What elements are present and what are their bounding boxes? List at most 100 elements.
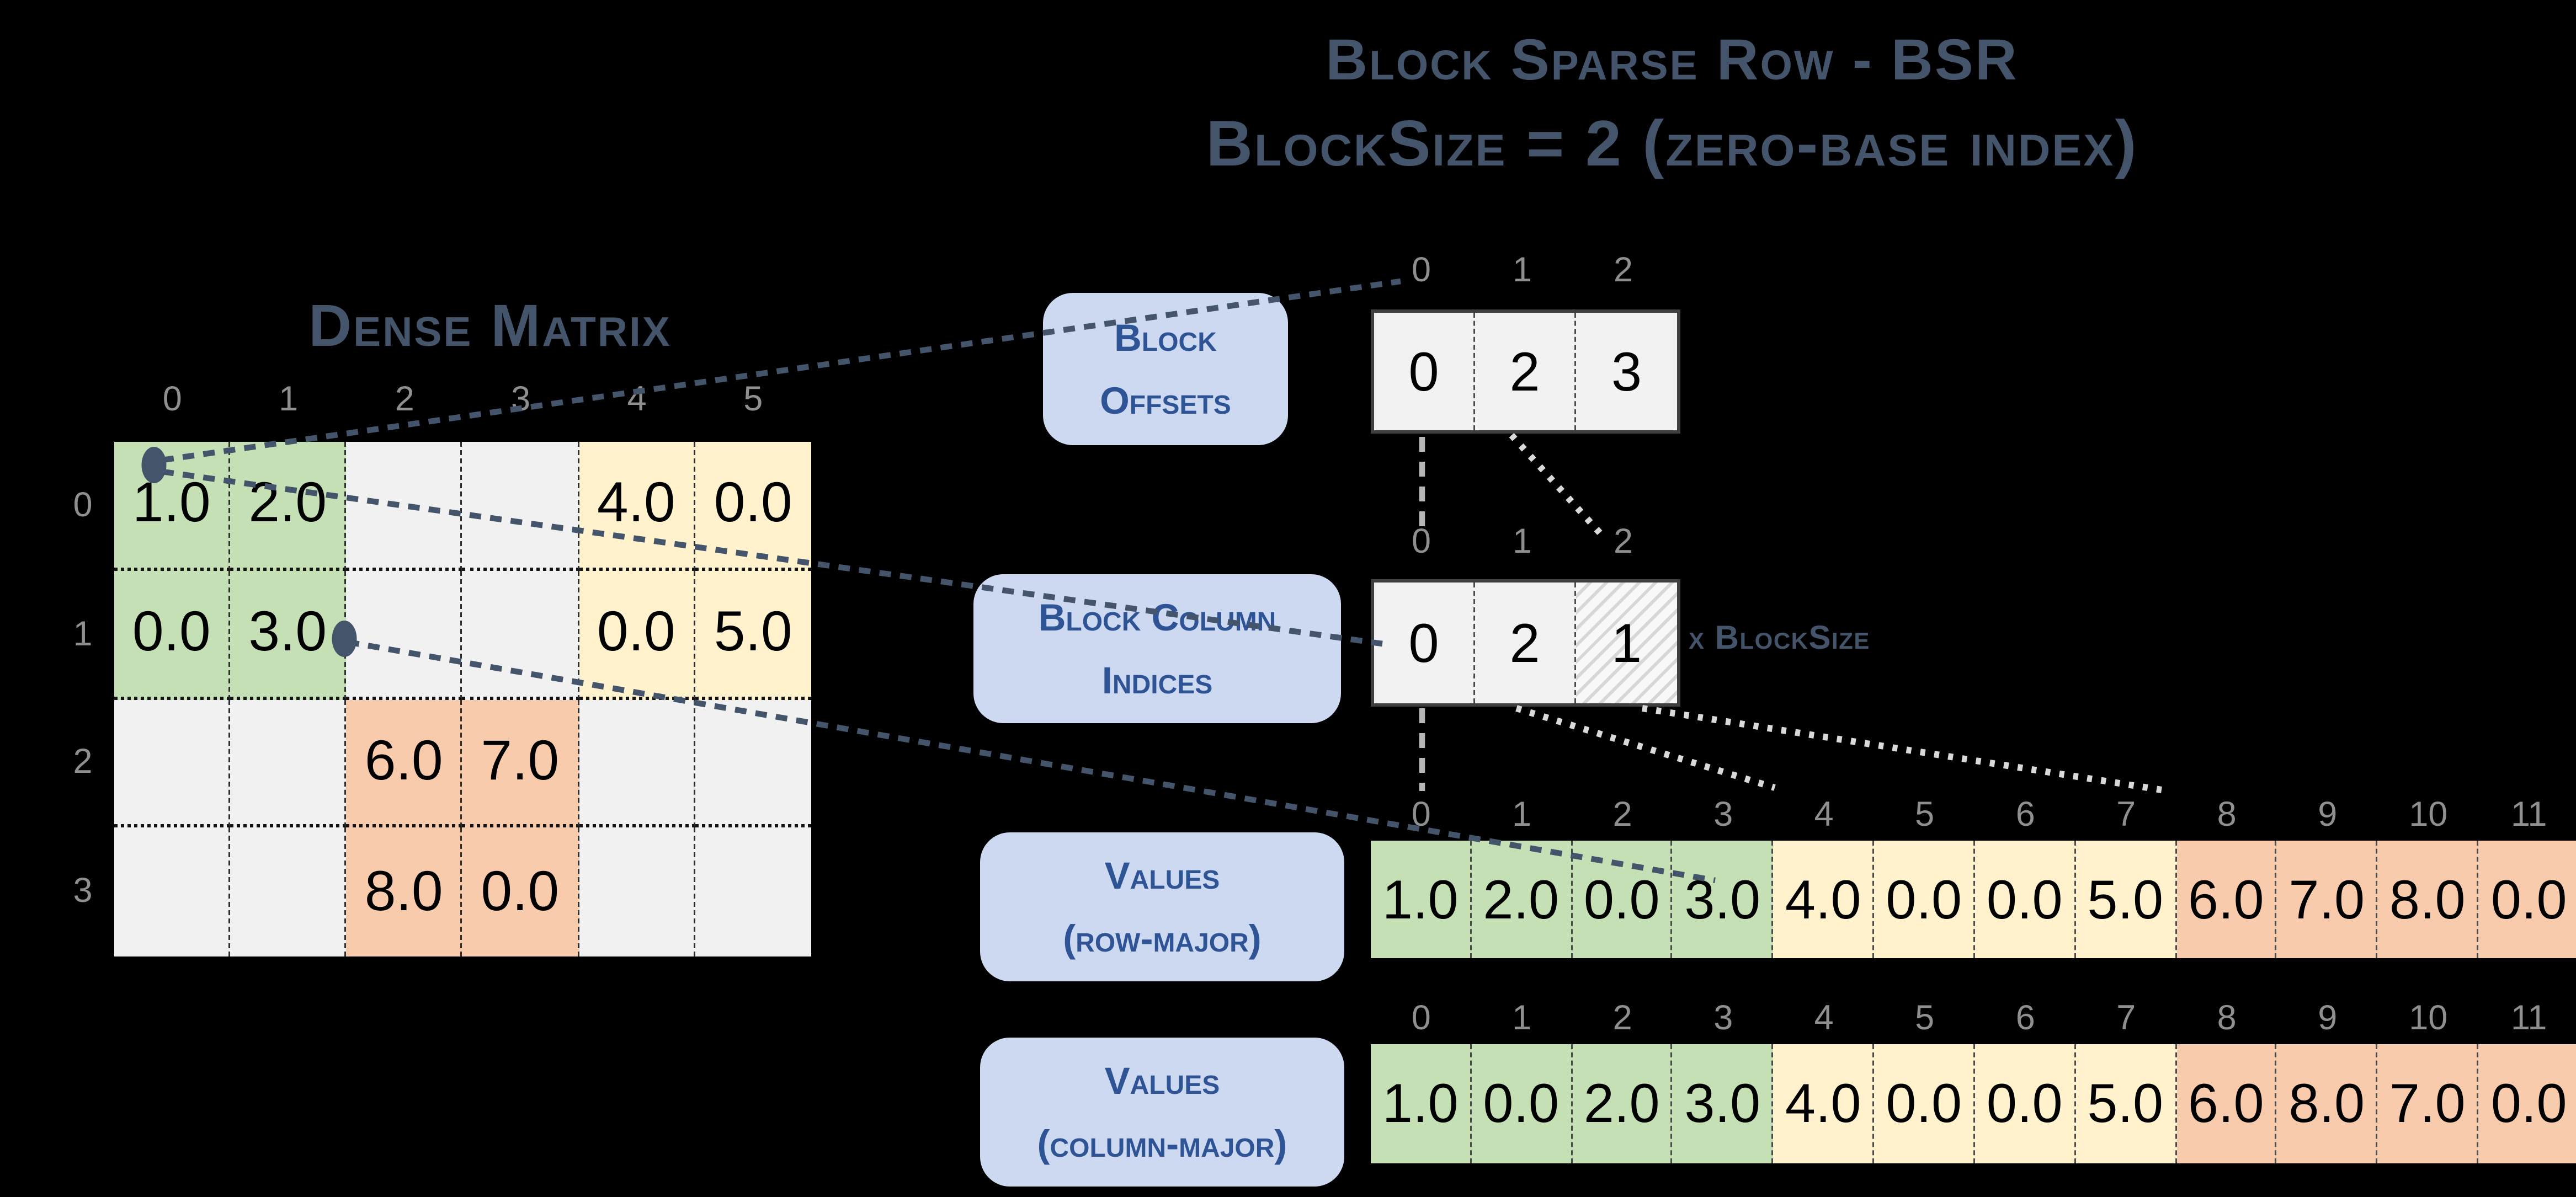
values-column-major-array-cell-6: 0.0 [1974, 1044, 2076, 1163]
block-column-indices-array-cell-0: 0 [1374, 583, 1475, 703]
values-row-major-label-box: Values (row-major) [980, 832, 1344, 981]
values-row-major-index-row-cell-6: 6 [2015, 796, 2035, 834]
dense-matrix-grid-cell-r0c4: 4.0 [578, 442, 695, 571]
dense-matrix-column-headers-cell-4: 4 [627, 381, 647, 419]
dense-matrix-grid-cell-r0c5: 0.0 [695, 442, 811, 571]
dense-matrix-row-headers-cell-3: 3 [73, 872, 93, 911]
dense-matrix-grid-cell-r3c0 [114, 827, 231, 956]
dense-matrix-grid-cell-r1c3 [462, 570, 579, 699]
values-row-major-index-row-cell-0: 0 [1411, 796, 1431, 834]
values-column-major-array-cell-10: 7.0 [2377, 1044, 2479, 1163]
values-column-major-index-row-cell-5: 5 [1915, 1000, 1935, 1038]
values-row-major-array-cell-0: 1.0 [1371, 841, 1472, 958]
block-offsets-index-row: 0 1 2 [1371, 248, 1674, 295]
values-row-major-array-cell-4: 4.0 [1773, 841, 1875, 958]
values-row-major-array-cell-10: 8.0 [2377, 841, 2479, 958]
values-row-major-index-row-cell-2: 2 [1612, 796, 1632, 834]
values-column-major-index-row-cell-2: 2 [1612, 1000, 1632, 1038]
values-column-major-index-row-cell-6: 6 [2015, 1000, 2035, 1038]
values-column-major-array-cell-4: 4.0 [1773, 1044, 1875, 1163]
values-column-major-label-line2: (column-major) [1037, 1122, 1287, 1165]
values-row-major-array-cell-3: 3.0 [1673, 841, 1774, 958]
dense-matrix-grid-cell-r1c4: 0.0 [578, 570, 695, 699]
values-row-major-array-cell-8: 6.0 [2176, 841, 2277, 958]
dense-matrix-row-headers: 0 1 2 3 [60, 442, 106, 956]
dense-matrix-column-headers-cell-1: 1 [279, 381, 299, 419]
dense-matrix-column-headers-cell-5: 5 [743, 381, 763, 419]
dense-matrix-grid-cell-r2c0 [114, 699, 231, 828]
dense-matrix-row-headers-cell-0: 0 [73, 486, 93, 525]
page-title-line1: Block Sparse Row - BSR [1326, 28, 2019, 93]
values-column-major-index-row-cell-10: 10 [2409, 1000, 2448, 1038]
dense-matrix-grid-cell-r2c1 [230, 699, 347, 828]
values-row-major-array-cell-9: 7.0 [2277, 841, 2378, 958]
dense-matrix-grid-cell-r0c1: 2.0 [230, 442, 347, 571]
values-column-major-index-row-cell-7: 7 [2116, 1000, 2136, 1038]
dense-matrix-grid-cell-r2c5 [695, 699, 811, 828]
values-row-major-array-cell-2: 0.0 [1572, 841, 1673, 958]
dense-matrix-row-headers-cell-2: 2 [73, 744, 93, 782]
values-column-major-index-row-cell-1: 1 [1512, 1000, 1532, 1038]
dense-matrix-grid-cell-r2c2: 6.0 [346, 699, 463, 828]
values-column-major-array-cell-5: 0.0 [1874, 1044, 1975, 1163]
dense-matrix-grid-cell-r3c3: 0.0 [462, 827, 579, 956]
values-column-major-array-cell-1: 0.0 [1471, 1044, 1572, 1163]
values-column-major-index-row-cell-4: 4 [1814, 1000, 1834, 1038]
dense-matrix-grid-cell-r1c5: 5.0 [695, 570, 811, 699]
values-row-major-index-row-cell-9: 9 [2318, 796, 2338, 834]
values-column-major-array-cell-9: 8.0 [2277, 1044, 2378, 1163]
dense-matrix-column-headers-cell-3: 3 [511, 381, 531, 419]
values-row-major-array-cell-7: 5.0 [2075, 841, 2176, 958]
page-title: Block Sparse Row - BSR BlockSize = 2 (ze… [993, 23, 2351, 192]
values-row-major-label-line1: Values [1104, 854, 1220, 897]
block-offsets-label-box: Block Offsets [1043, 293, 1288, 445]
values-column-major-array-cell-3: 3.0 [1673, 1044, 1774, 1163]
values-column-major-array-cell-0: 1.0 [1371, 1044, 1472, 1163]
block-column-indices-label-line2: Indices [1101, 659, 1213, 702]
dense-matrix-grid-cell-r0c2 [346, 442, 463, 571]
page-title-line2: BlockSize = 2 (zero-base index) [1206, 109, 2138, 180]
values-column-major-array-cell-7: 5.0 [2075, 1044, 2176, 1163]
values-row-major-index-row-cell-8: 8 [2217, 796, 2237, 834]
dense-matrix-row-headers-cell-1: 1 [73, 614, 93, 653]
values-column-major-index-row-cell-8: 8 [2217, 1000, 2237, 1038]
values-column-major-array-cell-2: 2.0 [1572, 1044, 1673, 1163]
block-offsets-index-row-cell-0: 0 [1411, 252, 1431, 290]
values-row-major-array-cell-11: 0.0 [2478, 841, 2576, 958]
block-column-indices-array-cell-1: 2 [1475, 583, 1576, 703]
values-column-major-label-line1: Values [1104, 1059, 1220, 1102]
values-column-major-index-row-cell-0: 0 [1411, 1000, 1431, 1038]
values-row-major-index-row-cell-11: 11 [2510, 796, 2547, 834]
line-index2-to-values8 [1642, 705, 2169, 794]
values-row-major-index-row-cell-4: 4 [1814, 796, 1834, 834]
block-column-indices-index-row-cell-2: 2 [1613, 523, 1633, 561]
dense-matrix-grid-cell-r0c3 [462, 442, 579, 571]
values-row-major-array-cell-5: 0.0 [1874, 841, 1975, 958]
block-offsets-index-row-cell-1: 1 [1512, 252, 1532, 290]
values-row-major-index-row-cell-5: 5 [1915, 796, 1935, 834]
values-column-major-index-row-cell-9: 9 [2318, 1000, 2338, 1038]
times-blocksize-note: x BlockSize [1689, 619, 1870, 656]
dense-matrix-grid-cell-r3c1 [230, 827, 347, 956]
block-column-indices-index-row-cell-1: 1 [1512, 523, 1532, 561]
line-index1-to-values4 [1515, 705, 1776, 791]
dense-matrix-column-headers-cell-2: 2 [395, 381, 414, 419]
dense-matrix-grid-cell-r1c1: 3.0 [230, 570, 347, 699]
dense-matrix-grid-cell-r1c2 [346, 570, 463, 699]
values-row-major-array-cell-1: 2.0 [1471, 841, 1572, 958]
block-offsets-array-cell-2: 3 [1576, 313, 1677, 430]
block-column-indices-array-cell-2: 1 [1576, 583, 1677, 703]
values-row-major-index-row-cell-1: 1 [1512, 796, 1532, 834]
dense-matrix-grid-cell-r3c2: 8.0 [346, 827, 463, 956]
block-offsets-index-row-cell-2: 2 [1613, 252, 1633, 290]
block-offsets-label-line1: Block [1114, 316, 1217, 359]
values-row-major-index-row-cell-3: 3 [1713, 796, 1733, 834]
